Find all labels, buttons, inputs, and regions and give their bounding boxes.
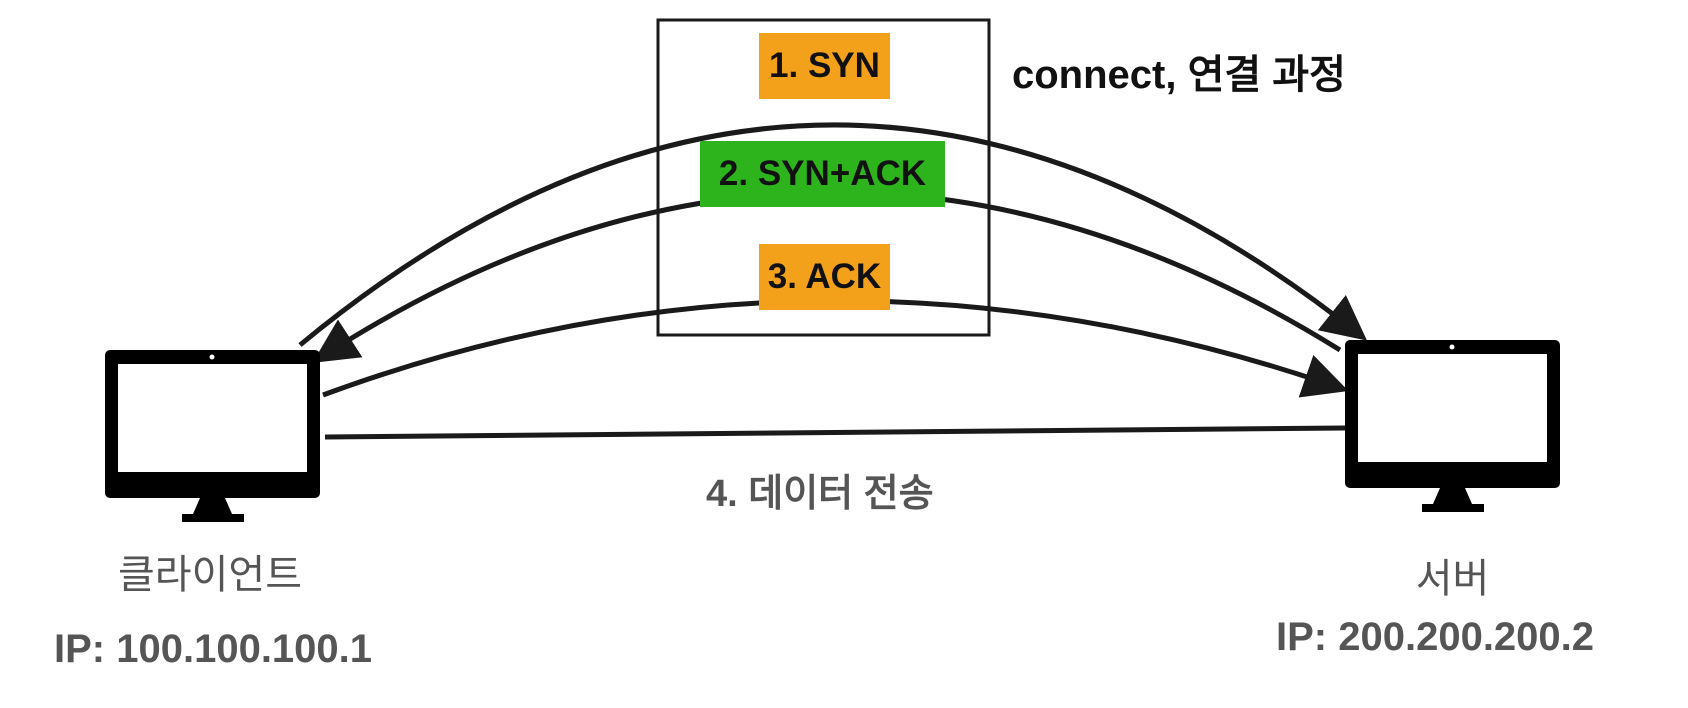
server-ip: IP: 200.200.200.2 (1276, 615, 1595, 659)
handshake-frame (656, 18, 991, 337)
ack-step-label: 3. ACK (759, 244, 890, 310)
client-ip: IP: 100.100.100.1 (54, 627, 373, 671)
ack-arrow (322, 298, 1349, 398)
client-name: 클라이언트 (118, 553, 302, 597)
connect-label: connect, 연결 과정 (1012, 53, 1346, 97)
data-transfer-label: 4. 데이터 전송 (706, 473, 934, 515)
monitor-icon (1345, 340, 1560, 512)
monitor-icon (105, 350, 320, 522)
syn-step-label: 1. SYN (759, 33, 890, 99)
syn-arrow (298, 122, 1368, 347)
syn-ack-step-label: 2. SYN+ACK (700, 141, 945, 207)
data-transfer-line (324, 425, 1346, 440)
server-name: 서버 (1415, 557, 1490, 601)
